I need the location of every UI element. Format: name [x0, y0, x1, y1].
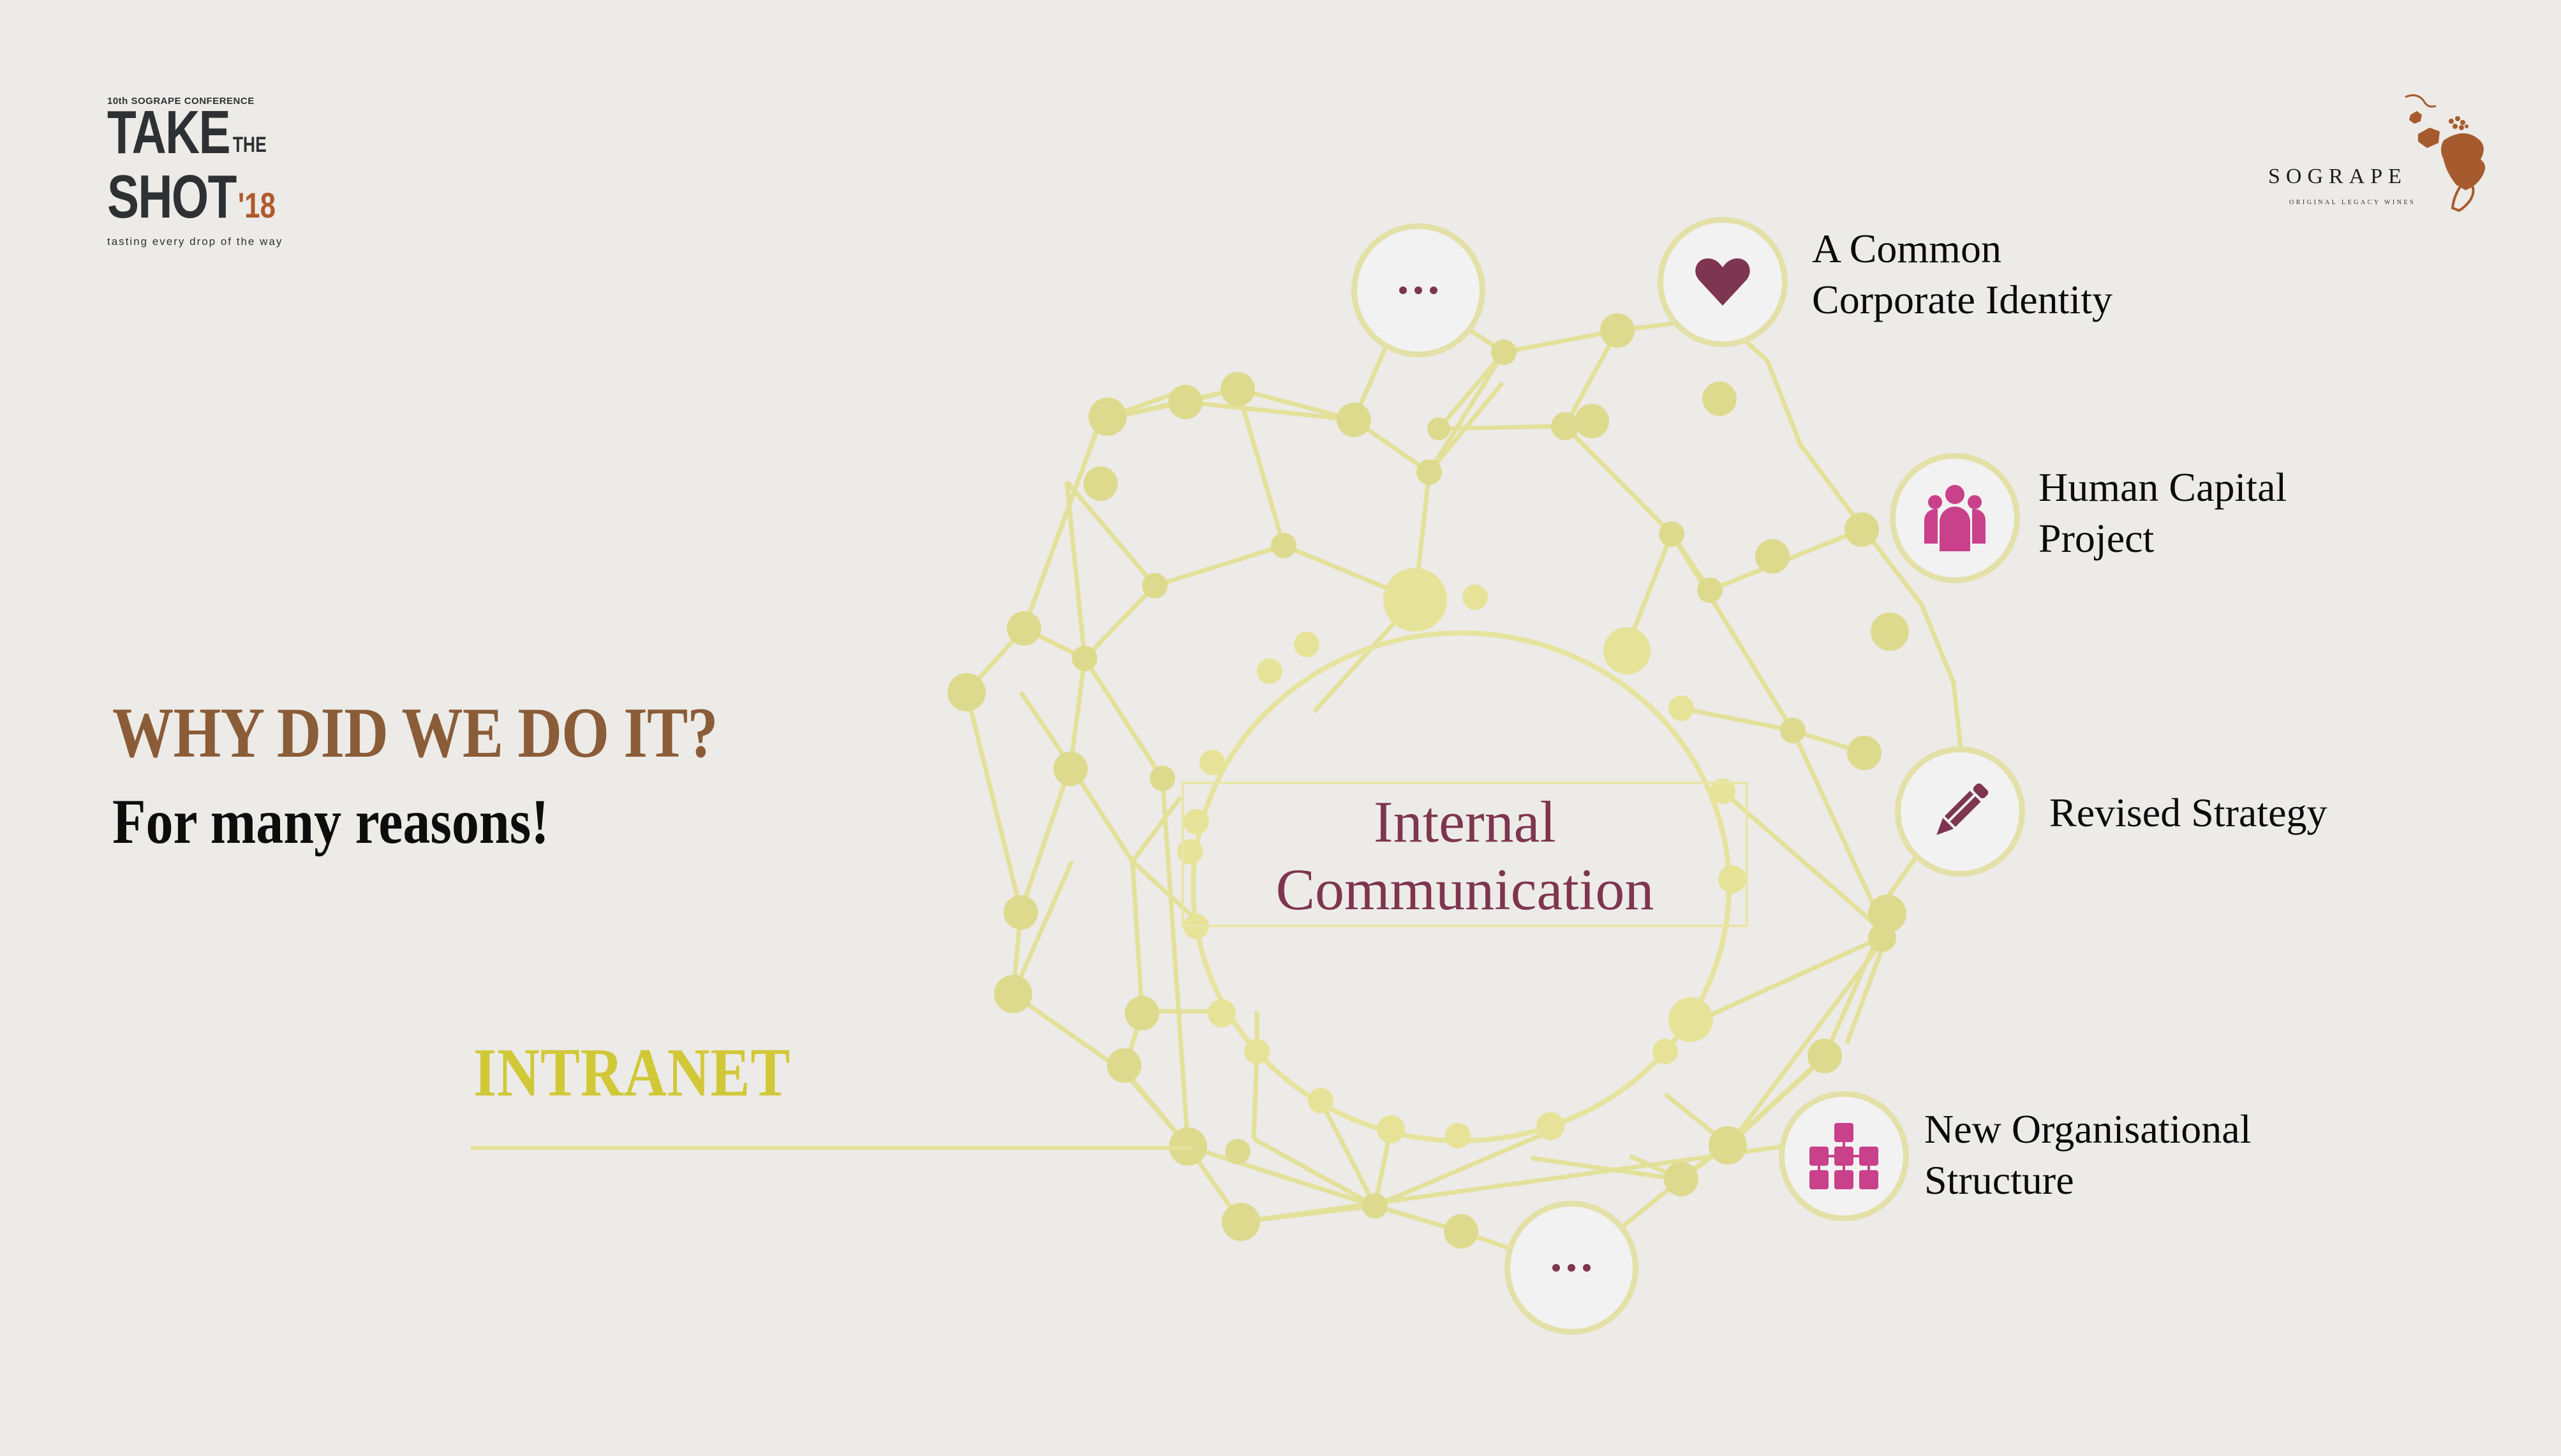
logo-shot: SHOT [107, 163, 237, 231]
topic-label-line2: Structure [1924, 1157, 2074, 1203]
pencil-icon [1936, 783, 1989, 835]
brand-name: SOGRAPE [2268, 165, 2407, 188]
more-node-top[interactable] [1351, 223, 1485, 357]
logo-line-shot: SHOT'18 [107, 167, 276, 232]
center-label-line2: Communication [1275, 857, 1654, 922]
brand-subtitle: ORIGINAL LEGACY WINES [2289, 199, 2416, 206]
topic-label-revised-strategy: Revised Strategy [2049, 787, 2327, 838]
people-group-icon [1924, 485, 1986, 551]
center-label-line1: Internal [1373, 789, 1557, 854]
logo-the: THE [232, 133, 267, 157]
conference-kicker: 10th SOGRAPE CONFERENCE [107, 96, 255, 107]
logo-year: '18 [237, 185, 276, 225]
center-label: Internal Communication [1182, 788, 1748, 923]
intranet-label: INTRANET [473, 1035, 791, 1111]
topic-label-corporate-identity: A Common Corporate Identity [1812, 223, 2112, 325]
topic-node-org-structure[interactable] [1779, 1091, 1909, 1221]
center-frame [1182, 782, 1748, 927]
topic-node-revised-strategy[interactable] [1895, 747, 2025, 877]
ellipsis-icon [1552, 1264, 1591, 1272]
headline: WHY DID WE DO IT? [112, 694, 718, 773]
org-chart-icon [1809, 1123, 1878, 1189]
topic-label-line1: A Common [1812, 226, 2001, 271]
topic-label-line2: Corporate Identity [1812, 277, 2112, 322]
topic-label-line2: Project [2038, 516, 2155, 561]
topic-label-line1: New Organisational [1924, 1106, 2252, 1152]
conference-tagline: tasting every drop of the way [107, 235, 283, 248]
subheadline: For many reasons! [112, 786, 549, 857]
brand-logo: SOGRAPE ORIGINAL LEGACY WINES [2259, 89, 2501, 217]
topic-node-human-capital[interactable] [1890, 453, 2020, 583]
topic-label-org-structure: New Organisational Structure [1924, 1104, 2251, 1206]
topic-label-line1: Human Capital [2038, 464, 2287, 510]
ellipsis-icon [1399, 286, 1437, 294]
topic-label-human-capital: Human Capital Project [2038, 462, 2287, 564]
more-node-bottom[interactable] [1504, 1201, 1638, 1335]
hand-holding-vine-icon [2405, 94, 2485, 212]
topic-label-line1: Revised Strategy [2049, 790, 2327, 835]
topic-node-corporate-identity[interactable] [1658, 217, 1788, 347]
heart-icon [1695, 258, 1750, 306]
logo-take: TAKE [107, 98, 231, 167]
intranet-connector-line [471, 1146, 1192, 1150]
